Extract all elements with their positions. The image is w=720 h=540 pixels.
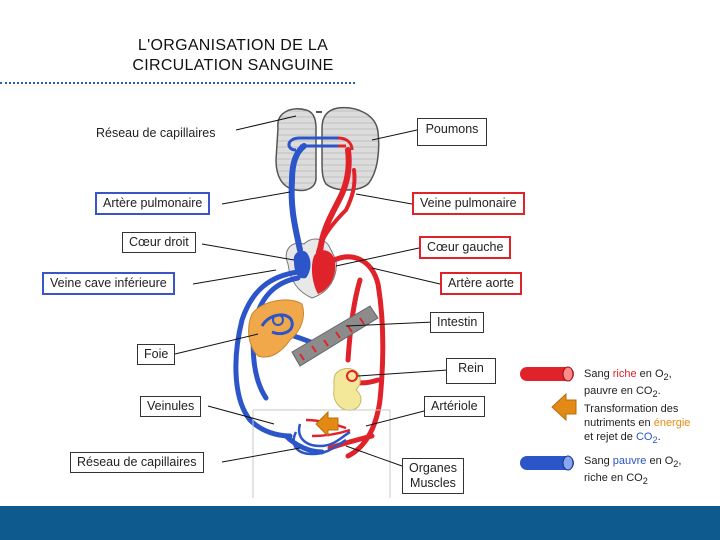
label-poumons: Poumons	[417, 118, 487, 146]
label-organes: Organes	[409, 461, 457, 475]
energy-arrow-icon	[315, 410, 339, 438]
title-line-1: L'ORGANISATION DE LA	[137, 37, 329, 54]
label-reseau-capillaires-bas: Réseau de capillaires	[70, 452, 204, 473]
title-line-2: CIRCULATION SANGUINE	[132, 57, 334, 74]
label-veine-pulmonaire: Veine pulmonaire	[412, 192, 525, 215]
label-rein: Rein	[446, 358, 496, 384]
footer-bar	[0, 506, 720, 540]
label-organes-muscles: Organes Muscles	[402, 458, 464, 494]
kidney	[333, 367, 362, 411]
label-muscles: Muscles	[410, 476, 456, 490]
liver	[248, 299, 304, 358]
intestine	[291, 305, 379, 367]
legend-energy-arrow-icon	[551, 392, 577, 422]
legend-blue-text: Sang pauvre en O2, riche en CO2	[584, 455, 682, 487]
label-coeur-gauche: Cœur gauche	[419, 236, 512, 259]
label-artere-pulmonaire: Artère pulmonaire	[95, 192, 211, 215]
label-veine-cave-inferieure: Veine cave inférieure	[42, 272, 175, 295]
leader-lines	[174, 115, 449, 467]
title-underline	[0, 82, 355, 84]
label-arteriole: Artériole	[424, 396, 485, 417]
body-frame	[252, 409, 391, 498]
legend-red-text: Sang riche en O2, pauvre en CO2.	[584, 368, 672, 400]
label-intestin: Intestin	[430, 312, 485, 333]
page-title: L'ORGANISATION DE LA CIRCULATION SANGUIN…	[108, 36, 358, 76]
systemic-veins	[233, 269, 325, 455]
organ-capillaries	[292, 418, 351, 456]
legend-blue-vessel-icon	[520, 455, 574, 471]
pulmonary-vessels	[288, 143, 357, 255]
legend-orange-text: Transformation des nutriments en énergie…	[584, 403, 691, 446]
label-foie: Foie	[137, 344, 176, 365]
legend-red-vessel-icon	[520, 366, 574, 382]
label-reseau-capillaires-haut: Réseau de capillaires	[90, 124, 222, 143]
heart	[285, 238, 337, 299]
label-veinules: Veinules	[140, 396, 202, 417]
label-artere-aorte: Artère aorte	[440, 272, 523, 295]
label-coeur-droit: Cœur droit	[122, 232, 196, 253]
